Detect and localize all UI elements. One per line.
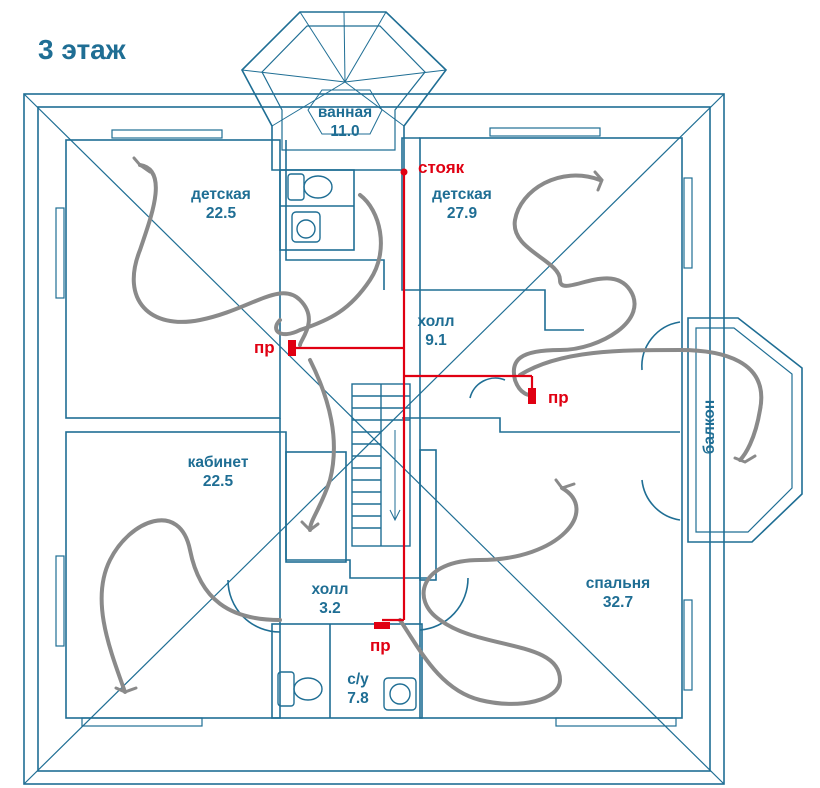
room-area: 7.8	[347, 690, 369, 707]
airflow-path	[308, 358, 336, 532]
pipe-label-hall-left: пр	[254, 338, 275, 357]
pipe-markers	[288, 168, 536, 629]
room-name: кабинет	[187, 454, 249, 471]
pipe-label-hall-right: пр	[548, 388, 569, 407]
airflow-path	[518, 347, 764, 462]
room-area: 27.9	[446, 205, 478, 222]
page-title: 3 этаж	[38, 34, 126, 65]
fixtures	[277, 89, 417, 711]
room-area: 3.2	[319, 600, 341, 617]
room-label-wc: с/у 7.8	[334, 670, 382, 708]
walls	[65, 137, 683, 719]
pipe-label-lower-hall: пр	[370, 636, 391, 655]
pipe-outlet	[528, 388, 536, 404]
riser-label: стояк	[418, 158, 465, 177]
room-area: 22.5	[202, 473, 234, 490]
room-area: 9.1	[425, 332, 447, 349]
airflow-paths	[99, 156, 764, 706]
airflow-path	[274, 193, 383, 337]
room-name: с/у	[347, 671, 369, 688]
room-label-hall-upper: холл 9.1	[396, 312, 476, 350]
staircase	[351, 383, 411, 547]
room-name: детская	[432, 186, 492, 203]
balcony-outline	[687, 317, 803, 543]
room-label-kids-room-right: детская 27.9	[414, 185, 510, 223]
balcony-label: балкон	[701, 399, 718, 455]
room-label-study: кабинет 22.5	[168, 453, 268, 491]
room-area: 22.5	[205, 205, 237, 222]
room-label-bathroom: ванная 11.0	[300, 103, 390, 141]
riser-dot	[400, 168, 408, 176]
room-name: спальня	[585, 575, 651, 592]
airflow-path	[131, 163, 311, 347]
room-name: детская	[191, 186, 251, 203]
room-area: 11.0	[330, 123, 360, 140]
room-label-hall-lower: холл 3.2	[290, 580, 370, 618]
airflow-path	[398, 486, 579, 706]
ventilation-pipes	[296, 172, 534, 622]
room-name: холл	[311, 581, 349, 598]
pipe-outlet	[288, 340, 296, 356]
room-name: ванная	[317, 104, 373, 121]
airflow-path	[99, 518, 282, 694]
room-name: холл	[417, 313, 455, 330]
room-label-kids-room-left: детская 22.5	[173, 185, 269, 223]
room-label-bedroom: спальня 32.7	[568, 574, 668, 612]
room-area: 32.7	[602, 594, 634, 611]
airflow-path	[511, 173, 637, 397]
windows	[55, 127, 693, 727]
pipe-outlet	[374, 622, 390, 629]
